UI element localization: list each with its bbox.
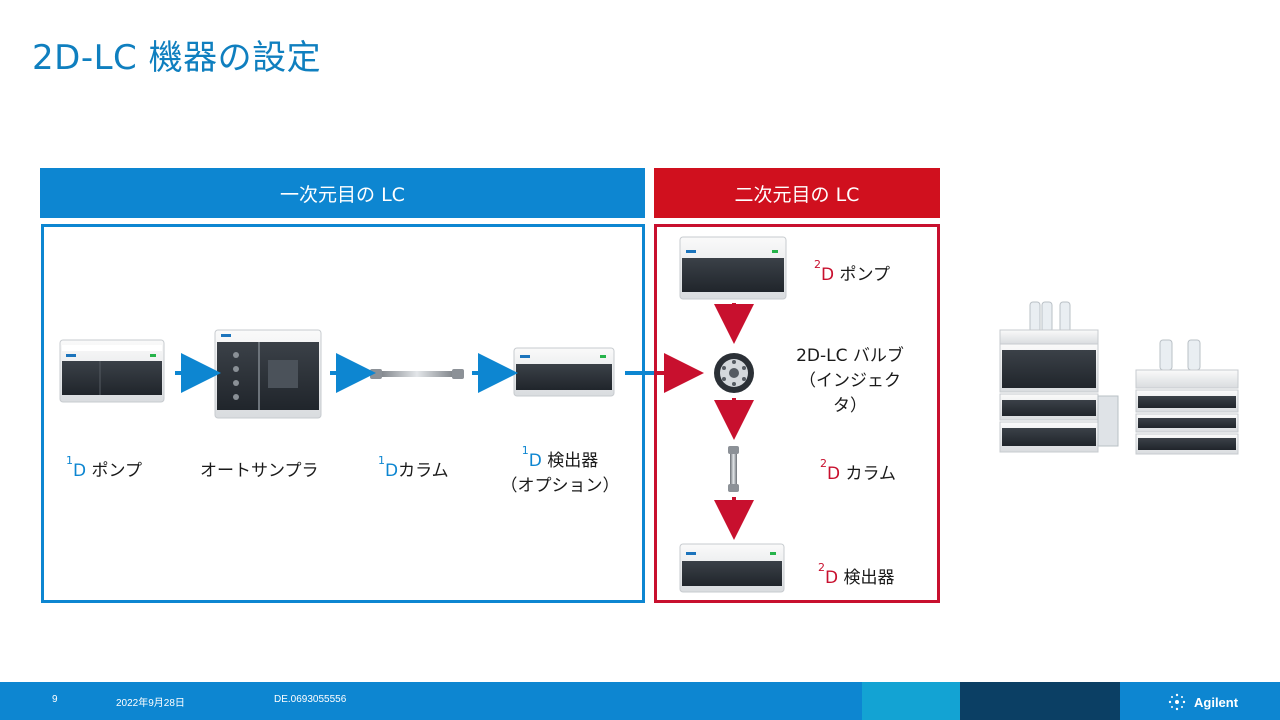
second-pump-label: 2D ポンプ bbox=[814, 258, 890, 285]
spark-icon bbox=[1168, 693, 1186, 711]
first-column-label: 1Dカラム bbox=[378, 454, 449, 481]
first-detector-label: 1D 検出器 （オプション） bbox=[500, 444, 620, 496]
footer-date: 2022年9月28日 bbox=[116, 698, 185, 709]
valve-illustration bbox=[714, 353, 754, 393]
first-pump-illustration bbox=[59, 339, 165, 403]
agilent-logo: Agilent bbox=[1166, 691, 1238, 713]
second-column-illustration bbox=[728, 446, 739, 492]
first-column-illustration bbox=[370, 369, 464, 379]
footer-bar: 9 2022年9月28日 DE.0693055556 Agilent bbox=[0, 682, 1280, 720]
first-pump-label: 1D ポンプ bbox=[66, 454, 142, 481]
second-column-label: 2D カラム bbox=[820, 457, 896, 484]
second-dimension-panel bbox=[654, 224, 940, 603]
autosampler-label: オートサンプラ bbox=[200, 461, 319, 481]
page-number: 9 bbox=[52, 694, 58, 705]
document-id: DE.0693055556 bbox=[274, 694, 347, 705]
second-dimension-header: 二次元目の LC bbox=[654, 168, 940, 218]
valve-label: 2D-LC バルブ （インジェク タ） bbox=[796, 346, 904, 416]
second-detector-label: 2D 検出器 bbox=[818, 561, 895, 588]
second-pump-illustration bbox=[679, 236, 787, 300]
lc-system-stack-illustration bbox=[999, 301, 1239, 455]
slide-title: 2D-LC 機器の設定 bbox=[32, 38, 322, 78]
footer-accent-navy bbox=[960, 682, 1120, 720]
footer-accent-teal bbox=[862, 682, 960, 720]
first-dimension-header: 一次元目の LC bbox=[40, 168, 645, 218]
first-dimension-panel bbox=[41, 224, 645, 603]
autosampler-illustration bbox=[214, 329, 322, 419]
brand-name: Agilent bbox=[1194, 694, 1239, 710]
first-detector-illustration bbox=[513, 347, 615, 397]
second-detector-illustration bbox=[679, 543, 785, 593]
